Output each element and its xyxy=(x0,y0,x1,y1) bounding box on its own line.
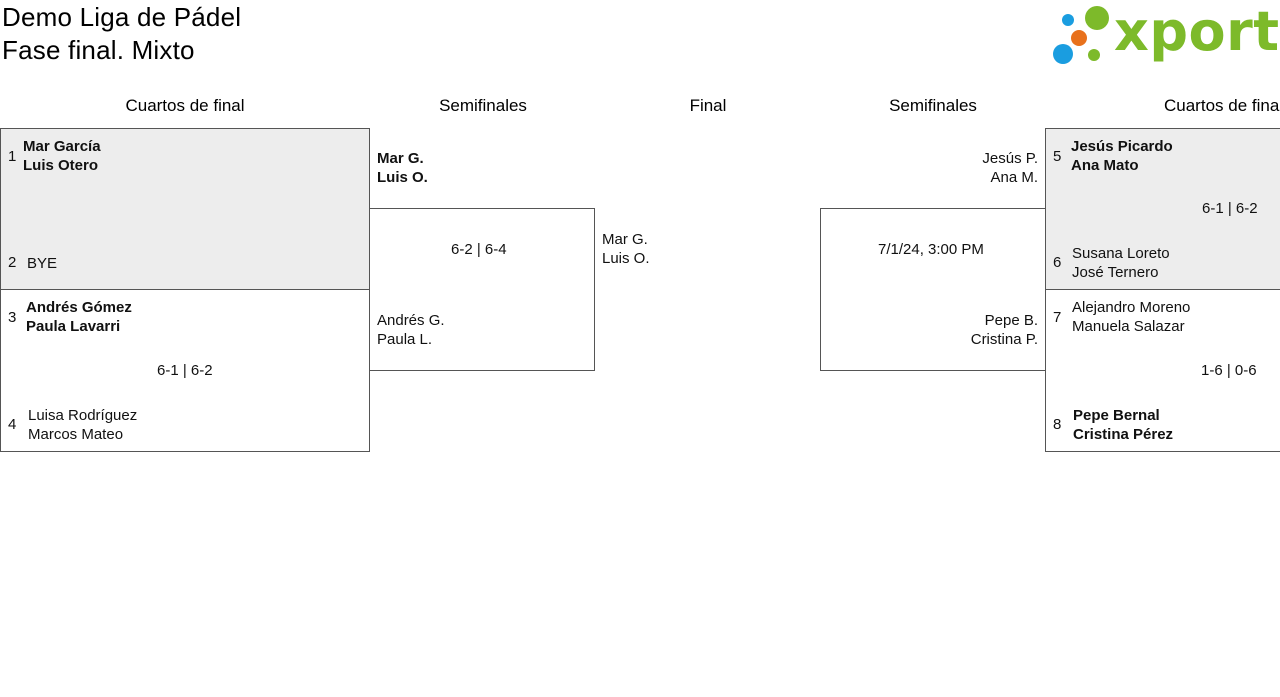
team-name: Alejandro Moreno Manuela Salazar xyxy=(1072,299,1191,335)
seed-number: 7 xyxy=(1053,309,1062,326)
page-title: Demo Liga de Pádel xyxy=(2,2,242,32)
seed-number: 1 xyxy=(8,148,17,165)
seed-number: 6 xyxy=(1053,254,1062,271)
team-name: Pepe Bernal Cristina Pérez xyxy=(1073,407,1174,443)
team-name: BYE xyxy=(27,255,58,272)
round-header-left-semis: Semifinales xyxy=(439,96,527,115)
match-score: 6-1 | 6-2 xyxy=(1202,200,1258,217)
team-name: Mar García Luis Otero xyxy=(23,138,101,174)
logo-wordmark: xporty xyxy=(1114,0,1280,63)
round-header-left-quarters: Cuartos de final xyxy=(125,96,245,115)
seed-number: 5 xyxy=(1053,148,1062,165)
team-name: Pepe B. Cristina P. xyxy=(970,312,1038,348)
match-left-qf-2[interactable]: 3 Andrés Gómez Paula Lavarri 6-1 | 6-2 4… xyxy=(0,289,370,452)
team-name: Susana Loreto José Ternero xyxy=(1072,245,1170,281)
team-name-final: Mar G. Luis O. xyxy=(602,231,650,267)
seed-number: 3 xyxy=(8,309,17,326)
round-header-right-quarters: Cuartos de final xyxy=(1164,96,1280,115)
round-header-right-semis: Semifinales xyxy=(889,96,977,115)
page-subtitle: Fase final. Mixto xyxy=(2,35,195,65)
match-schedule: 7/1/24, 3:00 PM xyxy=(878,241,984,258)
match-score: 1-6 | 0-6 xyxy=(1201,362,1257,379)
seed-number: 8 xyxy=(1053,416,1062,433)
team-name: Andrés G. Paula L. xyxy=(377,312,445,348)
match-score: 6-1 | 6-2 xyxy=(157,362,213,379)
logo-dots-icon xyxy=(1053,6,1109,64)
seed-number: 2 xyxy=(8,254,17,271)
match-right-qf-2[interactable]: 7 Alejandro Moreno Manuela Salazar 1-6 |… xyxy=(1045,289,1280,452)
match-right-qf-1[interactable]: 5 Jesús Picardo Ana Mato 6-1 | 6-2 6 Sus… xyxy=(1045,128,1280,290)
team-name-left-semi-top: Mar G. Luis O. xyxy=(377,150,428,186)
match-score: 6-2 | 6-4 xyxy=(451,241,507,258)
xporty-logo: xporty xyxy=(1050,0,1280,68)
team-name: Andrés Gómez Paula Lavarri xyxy=(26,299,132,335)
match-left-sf[interactable]: 6-2 | 6-4 Andrés G. Paula L. xyxy=(369,208,595,371)
team-name: Luisa Rodríguez Marcos Mateo xyxy=(28,407,138,443)
round-header-final: Final xyxy=(689,96,727,115)
team-name-right-semi-top: Jesús P. Ana M. xyxy=(982,150,1038,186)
team-name: Jesús Picardo Ana Mato xyxy=(1071,138,1173,174)
seed-number: 4 xyxy=(8,416,17,433)
match-right-sf[interactable]: 7/1/24, 3:00 PM Pepe B. Cristina P. xyxy=(820,208,1046,371)
match-left-qf-1[interactable]: 1 Mar García Luis Otero 2 BYE xyxy=(0,128,370,290)
